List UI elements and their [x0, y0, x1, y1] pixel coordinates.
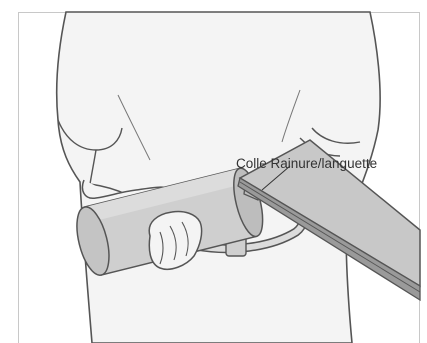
callout-label: Colle Rainure/languette — [236, 156, 377, 171]
